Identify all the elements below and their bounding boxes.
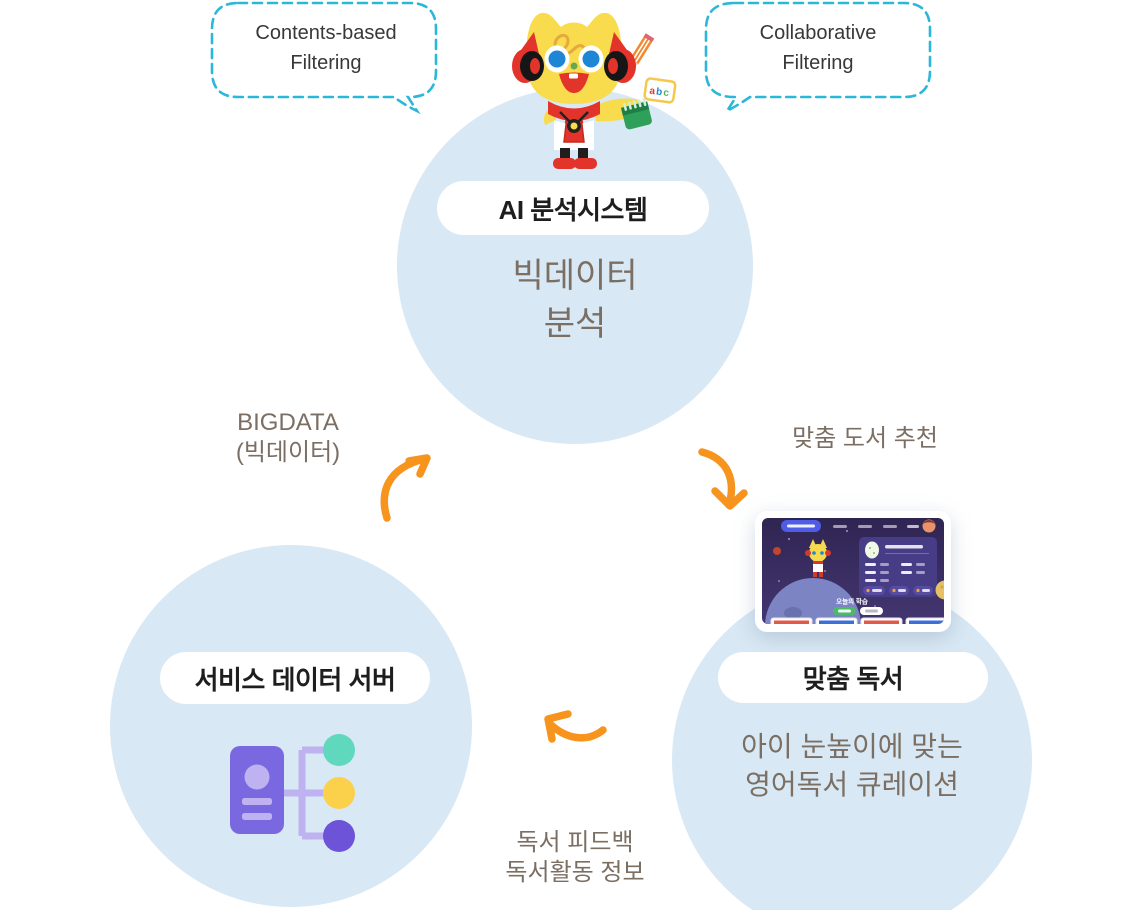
bubble-right-text: Collaborative Filtering [759,22,877,74]
nav-item[interactable] [858,525,872,528]
bubble-left-text: Contents-based Filtering [255,22,397,74]
service-data-server-title-pill: 서비스 데이터 서버 [160,652,430,704]
node-teal [323,734,355,766]
mini-mascot [805,539,831,577]
node-yellow [323,777,355,809]
moon [935,580,944,600]
headphones-icon [512,32,636,83]
label-reading-feedback: 독서 피드백 독서활동 정보 [505,829,645,886]
svg-text:b: b [655,86,663,98]
circle-service-data-server [110,545,472,907]
notebook-icon [620,98,652,130]
speech-bubble-contents-based: Contents-based Filtering [210,0,442,121]
nav-item[interactable] [833,525,847,528]
book-thumbnails[interactable] [770,617,947,632]
node-purple [323,820,355,852]
svg-text:c: c [663,87,670,99]
ai-system-title-pill: AI 분석시스템 [437,181,709,235]
nav-item[interactable] [883,525,897,528]
ai-system-title: AI 분석시스템 [498,194,648,225]
reading-app-tablet-screenshot: 오늘의 학습 [755,511,951,632]
abc-card-icon: a b c [643,77,677,104]
profile-avatar[interactable] [922,519,936,533]
label-bigdata: BIGDATA (빅데이터) [235,409,341,466]
speech-bubble-outline [704,1,932,115]
ai-system-body: 빅데이터 분석 [512,257,638,343]
service-data-server-title: 서비스 데이터 서버 [194,664,396,695]
speech-bubble-collaborative: Collaborative Filtering [702,0,934,121]
robot-cat-mascot-icon: a b c [512,12,677,169]
custom-reading-body: 아이 눈높이에 맞는 영어독서 큐레이션 [741,731,963,800]
server-network-icon [230,734,355,852]
planet [765,578,861,624]
custom-reading-title-pill: 맞춤 독서 [718,652,988,703]
svg-text:a: a [649,86,656,98]
circle-custom-reading [672,580,1032,910]
today-learning-label: 오늘의 학습 [836,597,868,606]
stats-card [859,537,937,597]
custom-reading-title: 맞춤 독서 [802,664,904,694]
stars [778,530,928,607]
label-book-recommendation: 맞춤 도서 추천 [792,425,938,452]
arrow-down-icon [698,448,748,510]
arrow-up-right-icon [380,454,431,522]
arrow-left-icon [544,710,607,743]
speech-bubble-outline [210,1,438,115]
